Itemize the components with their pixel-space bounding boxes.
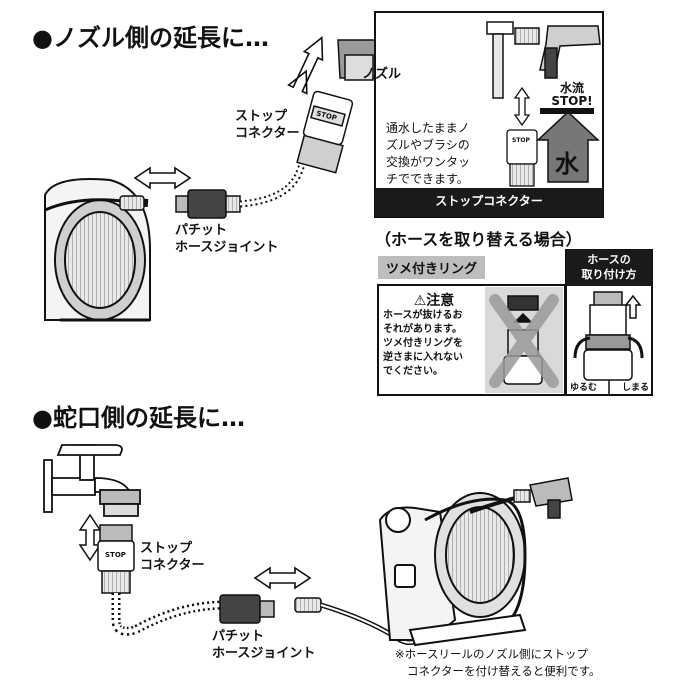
inset-bar-label: ストップコネクター bbox=[377, 192, 601, 209]
stop-tag-inset: STOP bbox=[512, 137, 530, 144]
rotate-left-icon bbox=[573, 336, 591, 359]
hose-reel-bottom bbox=[378, 492, 527, 647]
tighten-label: しまる bbox=[622, 383, 650, 393]
water-flow-arrow-icon bbox=[536, 108, 600, 183]
patchit-joint-bottom-icon bbox=[219, 594, 275, 624]
hose-reel-top bbox=[44, 178, 151, 322]
patchit-joint-top-icon bbox=[175, 189, 241, 219]
how-to-attach-title: ホースの 取り付け方 bbox=[581, 253, 637, 281]
stop-connector-bottom-label: ストップ コネクター bbox=[140, 541, 205, 573]
double-arrow-bottom-icon bbox=[253, 566, 312, 590]
hose-up bbox=[469, 496, 516, 514]
nozzle-icon bbox=[337, 39, 381, 81]
attach-panel bbox=[565, 249, 653, 396]
water-label: 水 bbox=[555, 150, 579, 178]
hose-end-fitting bbox=[119, 195, 145, 211]
up-arrow-icon bbox=[624, 294, 642, 319]
nozzle-bottom-icon bbox=[513, 477, 573, 519]
vertical-arrow-icon bbox=[287, 36, 324, 95]
nozzle-label: ノズル bbox=[362, 67, 402, 82]
faucet-icon bbox=[43, 444, 141, 517]
stop-connector-top-label: ストップ コネクター bbox=[235, 109, 300, 141]
water-stop-label: 水流 STOP! bbox=[551, 81, 593, 108]
ring-tag: ツメ付きリング bbox=[378, 256, 486, 279]
vertical-arrow-bottom-icon bbox=[78, 513, 102, 562]
replace-heading: （ホースを取り替える場合） bbox=[375, 230, 582, 249]
hose-end-bottom bbox=[294, 597, 322, 613]
caution-title: ⚠注意 bbox=[413, 293, 455, 309]
inset-box bbox=[374, 11, 604, 218]
double-arrow-icon bbox=[133, 166, 192, 190]
caution-panel bbox=[377, 284, 566, 396]
patchit-joint-top-label: パチット ホースジョイント bbox=[175, 223, 279, 255]
patchit-joint-bottom-label: パチット ホースジョイント bbox=[212, 629, 316, 661]
caution-text: ホースが抜けるお それがあります。 ツメ付きリングを 逆さまに入れない でくださ… bbox=[383, 310, 463, 377]
inset-description: 通水したままノ ズルやブラシの 交換がワンタッ チでできます。 bbox=[386, 121, 471, 186]
faucet-section-heading: ●蛇口側の延長に… bbox=[32, 404, 245, 432]
footnote: ※ホースリールのノズル側にストップ コネクターを付け替えると便利です。 bbox=[395, 647, 601, 678]
stop-tag-bottom: STOP bbox=[105, 551, 126, 559]
cross-mark-icon bbox=[489, 294, 559, 388]
loosen-label: ゆるむ bbox=[570, 383, 598, 393]
rotate-right-icon bbox=[627, 336, 644, 359]
nozzle-section-heading: ●ノズル側の延長に… bbox=[32, 24, 269, 52]
stop-connector-bottom-icon bbox=[97, 524, 135, 594]
stop-connector-top-icon bbox=[296, 90, 354, 174]
